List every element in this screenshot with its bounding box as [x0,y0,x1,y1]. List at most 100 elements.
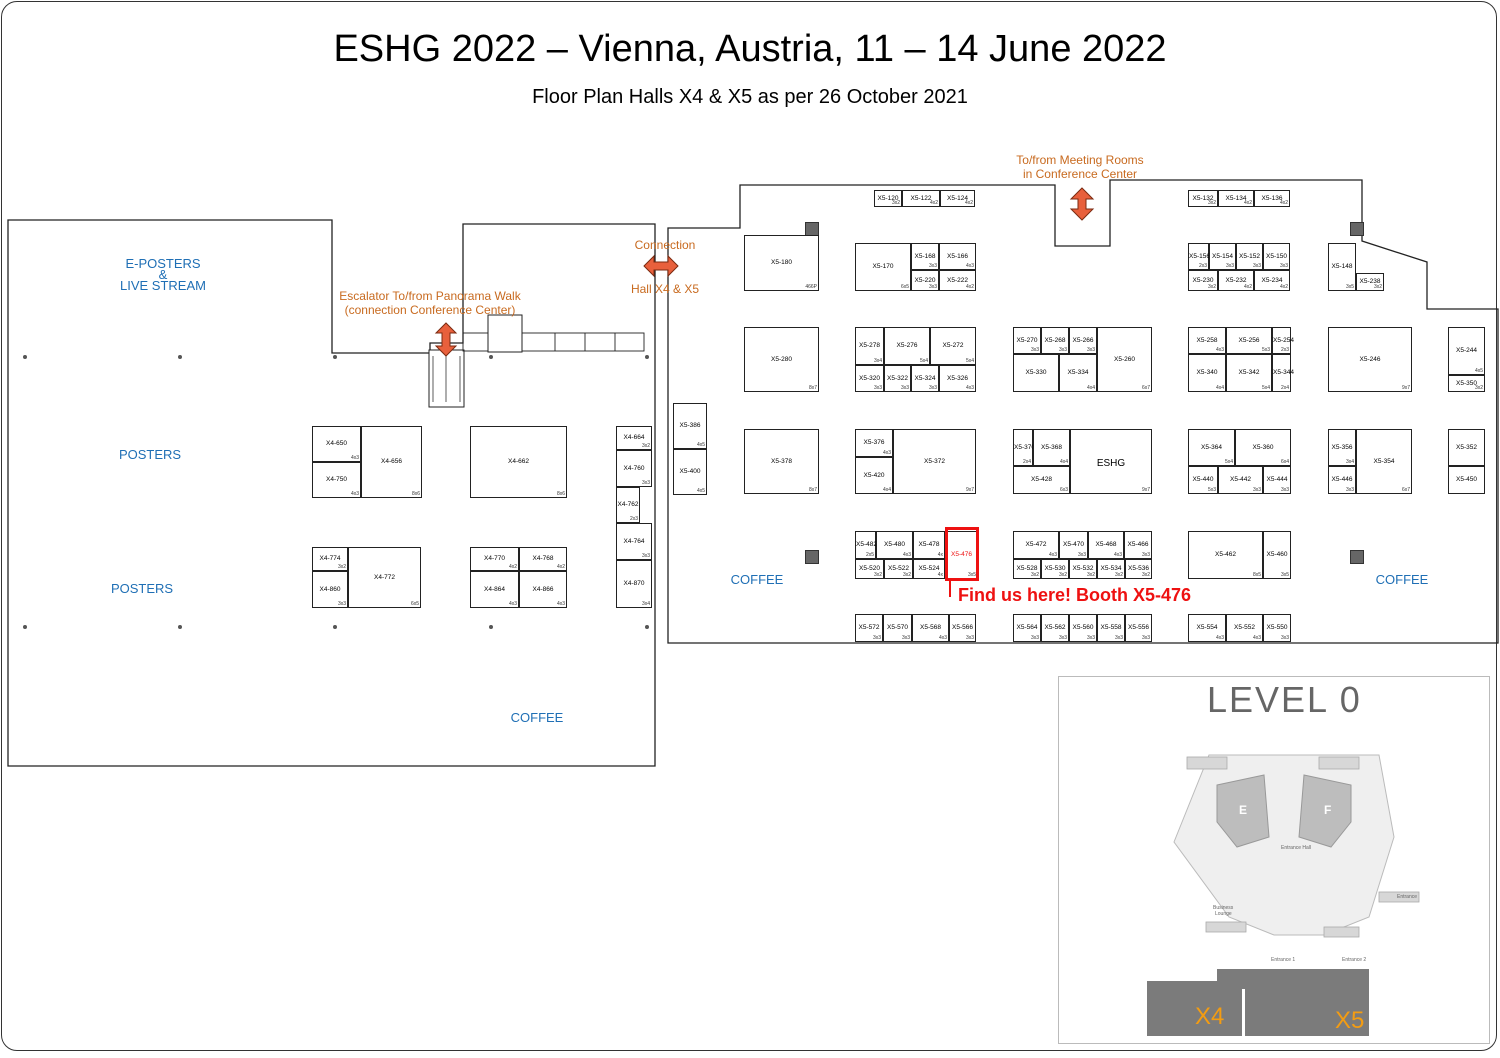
booth[interactable]: X5-352 [1448,429,1485,466]
booth[interactable]: X5-450 [1448,466,1485,494]
booth[interactable]: X5-330 [1013,354,1059,392]
